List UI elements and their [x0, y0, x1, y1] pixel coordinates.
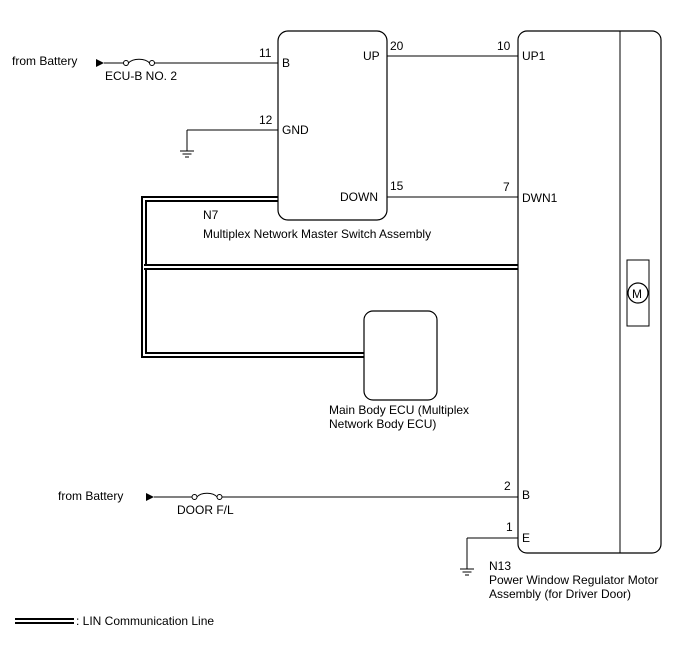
pin-b-number-reg: 2	[504, 479, 511, 493]
arrow-icon	[146, 493, 154, 501]
pin-b-name-reg: B	[522, 488, 530, 502]
pin-down-number: 15	[390, 179, 404, 193]
fuse-door	[191, 492, 223, 500]
ground-icon	[460, 568, 474, 576]
pin-gnd-number: 12	[259, 113, 273, 127]
battery-feed-top: from Battery ECU-B NO. 2	[12, 54, 278, 83]
motor: M	[626, 259, 650, 327]
fuse-ecu-b-label: ECU-B NO. 2	[105, 69, 177, 83]
arrow-icon	[96, 59, 104, 67]
pin-up-number: 20	[390, 39, 404, 53]
main-body-ecu: Main Body ECU (Multiplex Network Body EC…	[329, 310, 469, 431]
regulator-name-1: Power Window Regulator Motor	[489, 573, 658, 587]
pin-dwn1-number: 7	[503, 180, 510, 194]
pin-b-number: 11	[259, 46, 272, 60]
pin-dwn1-name: DWN1	[522, 191, 558, 205]
battery-label-bottom: from Battery	[58, 489, 123, 503]
main-body-ecu-name-1: Main Body ECU (Multiplex	[329, 403, 469, 417]
battery-label-top: from Battery	[12, 54, 77, 68]
master-switch: 11 B 12 GND UP 20 DOWN 15 N7 Multiplex N…	[203, 30, 431, 241]
legend-label: : LIN Communication Line	[76, 614, 214, 628]
pin-b-name: B	[282, 56, 290, 70]
main-body-ecu-name-2: Network Body ECU)	[329, 417, 436, 431]
master-switch-code: N7	[203, 208, 219, 222]
battery-feed-bottom: from Battery DOOR F/L	[58, 489, 518, 517]
pin-down-name: DOWN	[340, 190, 378, 204]
fuse-door-label: DOOR F/L	[177, 503, 234, 517]
master-switch-name: Multiplex Network Master Switch Assembly	[203, 227, 431, 241]
pin-up-name: UP	[363, 49, 380, 63]
legend: : LIN Communication Line	[15, 614, 214, 628]
lin-bus	[141, 196, 518, 358]
motor-icon: M	[632, 287, 642, 301]
regulator-name-2: Assembly (for Driver Door)	[489, 587, 631, 601]
pin-gnd-name: GND	[282, 123, 309, 137]
ground-master	[180, 129, 278, 158]
pin-up1-name: UP1	[522, 49, 546, 63]
regulator-code: N13	[489, 559, 511, 573]
fuse-ecu-b	[123, 58, 155, 66]
pin-e-name: E	[522, 531, 530, 545]
pin-up1-number: 10	[497, 39, 511, 53]
pin-e-number: 1	[506, 520, 513, 534]
ground-regulator	[460, 537, 518, 576]
ground-icon	[180, 150, 194, 158]
regulator: M 10 UP1 7 DWN1 2 B 1 E N13 Power Window…	[489, 30, 662, 601]
